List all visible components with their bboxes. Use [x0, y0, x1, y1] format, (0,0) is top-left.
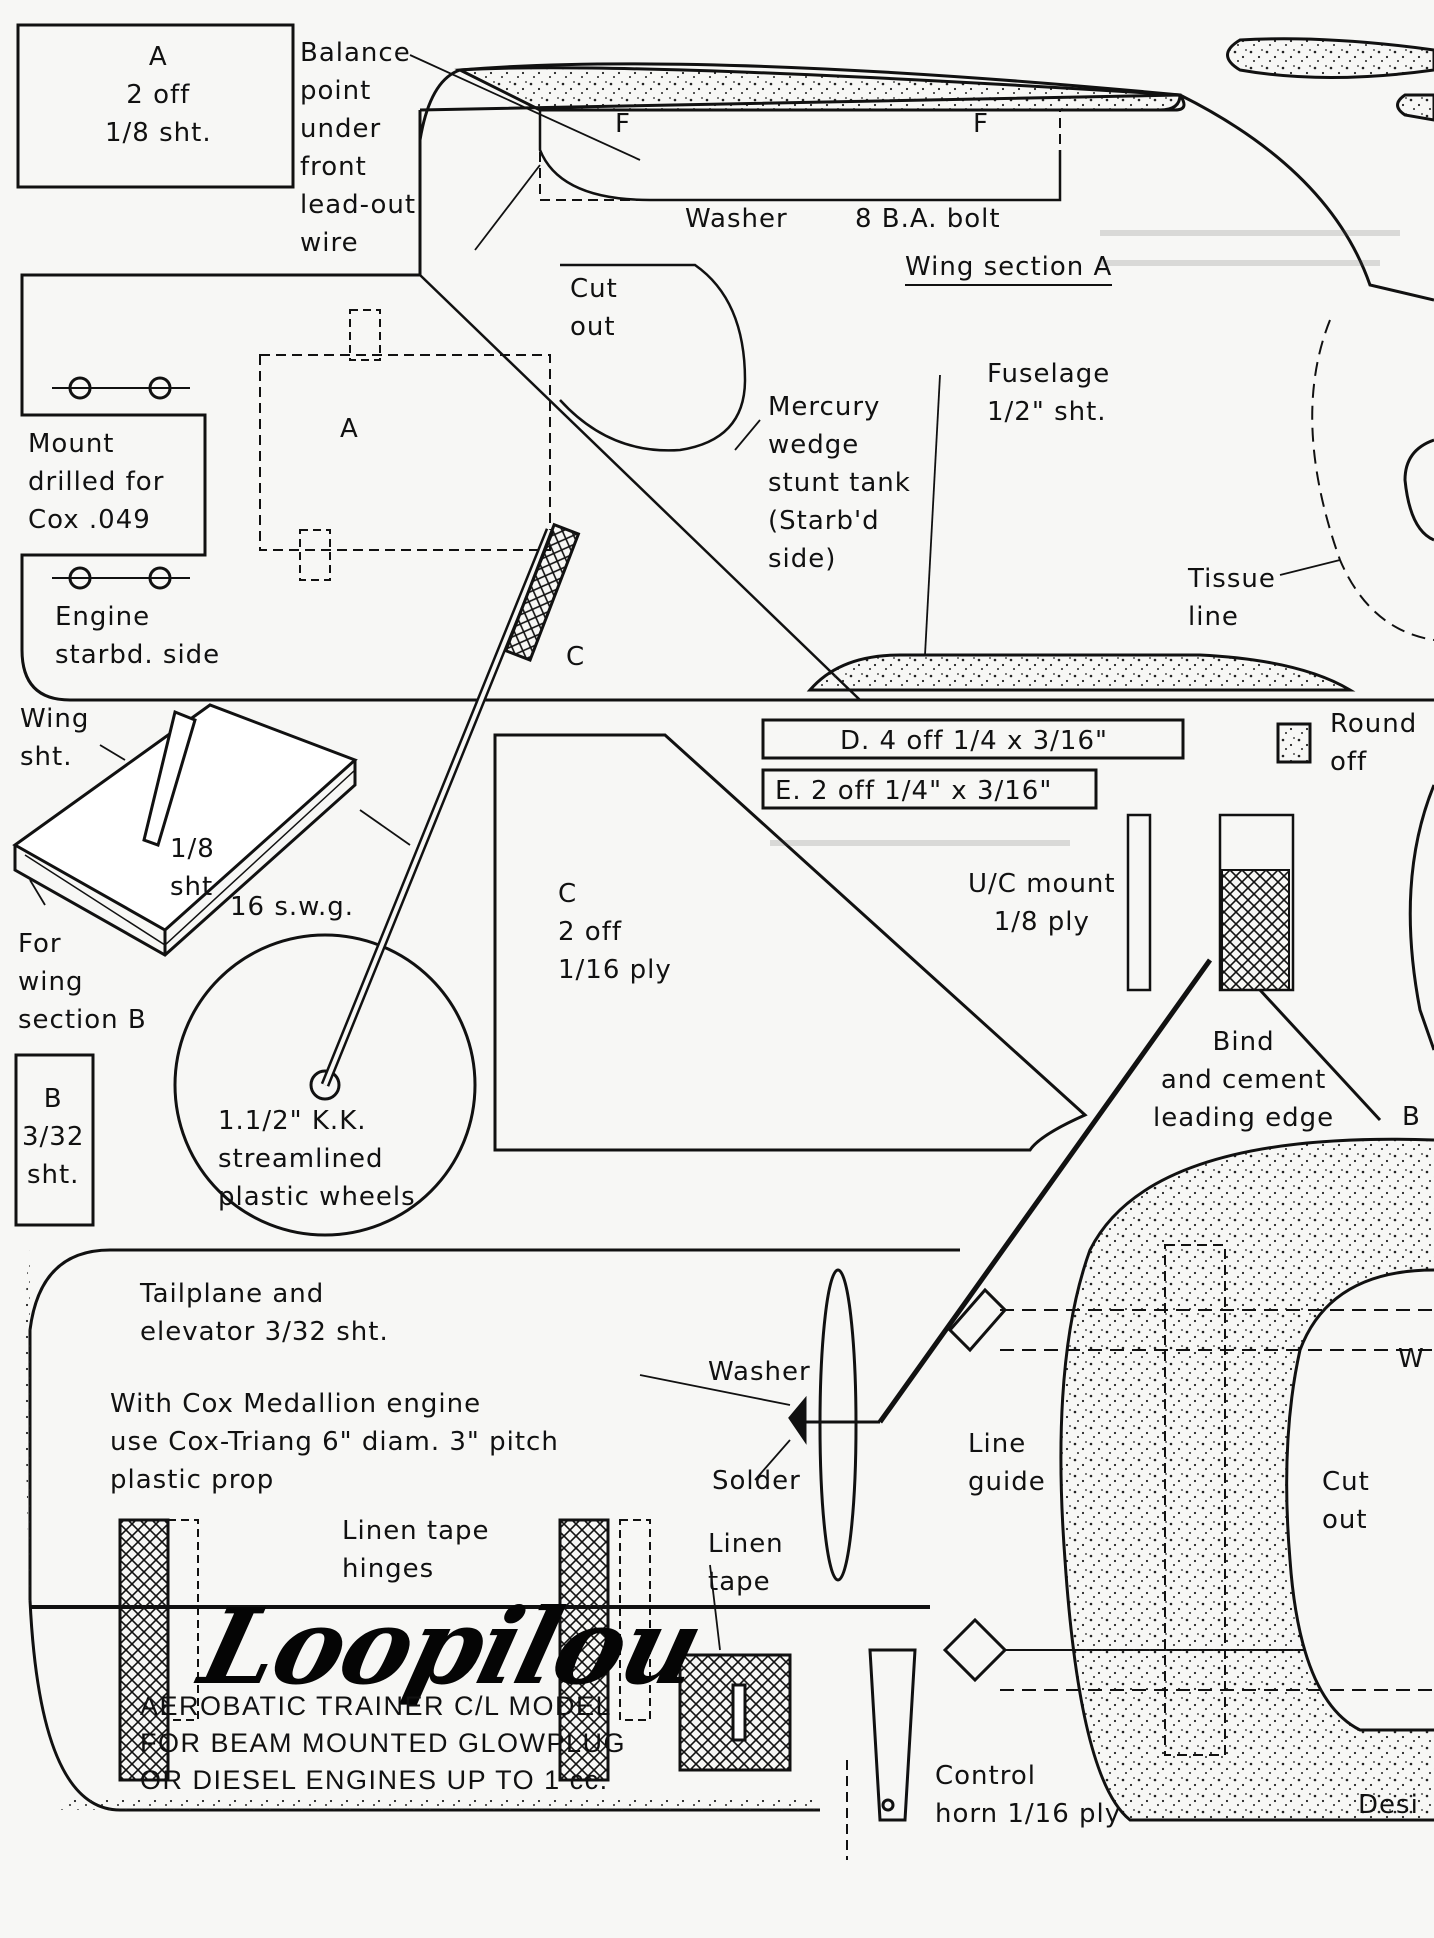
mount-label: Mount drilled for Cox .049 [28, 429, 165, 535]
c-marker-label: C [566, 642, 586, 672]
control-horn [868, 1648, 917, 1822]
wing-section-a [454, 66, 1182, 112]
propeller [818, 1268, 858, 1582]
part-d-label: D. 4 off 1/4 x 3/16" [840, 726, 1108, 756]
fuselage-strip [806, 653, 1356, 692]
wing-section-a-label: Wing section A [905, 250, 1113, 286]
part-d-strip [761, 718, 1185, 760]
f-left-label: F [615, 109, 631, 139]
b-marker-label: B [1402, 1102, 1421, 1132]
one-eighth-sht-label: 1/8 sht [170, 834, 215, 902]
cox-note-label: With Cox Medallion engine use Cox-Triang… [110, 1389, 559, 1495]
cut-out-bottom-label: Cut out [1322, 1467, 1370, 1535]
tissue-line-label: Tissue line [1188, 564, 1276, 632]
part-c-gusset [493, 733, 1088, 1152]
fuselage-outline [20, 110, 1434, 702]
wheels-label: 1.1/2" K.K. streamlined plastic wheels [218, 1106, 416, 1212]
solder-label: Solder [712, 1466, 801, 1496]
part-b-label: B 3/32 sht. [22, 1084, 85, 1190]
tailplane-outline [28, 1248, 960, 1600]
engine-label: Engine starbd. side [55, 602, 221, 670]
line-guide-label: Line guide [968, 1429, 1046, 1497]
control-horn-label: Control horn 1/16 ply [935, 1761, 1122, 1829]
part-e-label: E. 2 off 1/4" x 3/16" [775, 776, 1053, 806]
part-a-mount-label: A [340, 414, 359, 444]
part-e-strip [761, 768, 1098, 810]
logo-line-3: OR DIESEL ENGINES UP TO 1 cc. [140, 1765, 609, 1795]
part-b-box [14, 1053, 95, 1227]
washer-mid-label: Washer [708, 1357, 811, 1387]
wing-sht-label: Wing sht. [20, 704, 90, 772]
w-marker-label: W [1398, 1344, 1425, 1374]
part-a-box [16, 23, 295, 189]
balance-point-label: Balance point under front lead-out wire [300, 38, 417, 258]
tailplane-label: Tailplane and elevator 3/32 sht. [140, 1279, 389, 1347]
part-c-label: C 2 off 1/16 ply [558, 879, 672, 985]
cut-out-top-label: Cut out [570, 274, 618, 342]
logo-line-2: FOR BEAM MOUNTED GLOWPLUG [140, 1728, 627, 1758]
desi-label: Desi [1358, 1790, 1419, 1820]
f-right-label: F [973, 109, 989, 139]
round-off-label: Round off [1330, 709, 1418, 777]
bolt-label: 8 B.A. bolt [855, 204, 1001, 234]
wheel [173, 933, 477, 1237]
page-text-ghost [770, 230, 1400, 846]
logo-line-1: AEROBATIC TRAINER C/L MODEL [140, 1691, 613, 1721]
linen-tape-label: Linen tape [708, 1529, 784, 1597]
linen-hinges-label: Linen tape hinges [342, 1516, 490, 1584]
fuselage-label: Fuselage 1/2" sht. [987, 359, 1111, 427]
washer-top-label: Washer [685, 204, 788, 234]
part-a-label: A 2 off 1/8 sht. [105, 42, 212, 148]
swg-label: 16 s.w.g. [230, 892, 355, 922]
mercury-tank-label: Mercury wedge stunt tank (Starb'd side) [768, 392, 911, 574]
bind-cement-label: Bind and cement leading edge [1153, 1027, 1335, 1133]
uc-mount-label: U/C mount 1/8 ply [968, 869, 1116, 937]
for-wing-label: For wing section B [18, 929, 147, 1035]
